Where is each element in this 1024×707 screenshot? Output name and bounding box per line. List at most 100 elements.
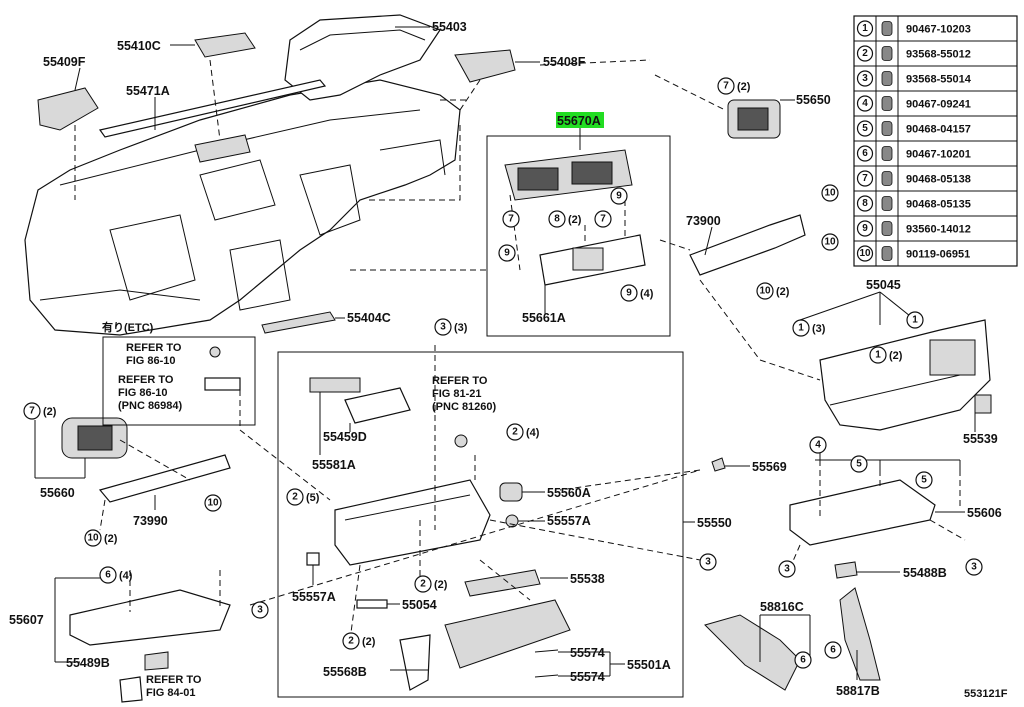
label-58816c: 58816C: [760, 600, 804, 614]
part-58816c-illustration: [704, 614, 801, 691]
fastener-icon: [881, 221, 893, 236]
part-55538-illustration: [464, 569, 541, 597]
svg-text:1: 1: [875, 350, 881, 361]
panel-73990-illustration: [98, 454, 231, 503]
svg-text:6: 6: [830, 645, 836, 656]
table-part-number: 90467-10203: [906, 24, 971, 36]
svg-text:5: 5: [856, 459, 862, 470]
svg-text:2: 2: [512, 427, 518, 438]
refer-note-3-line3: (PNC 81260): [432, 401, 497, 413]
svg-text:2: 2: [348, 636, 354, 647]
tray-55607-illustration: [69, 589, 231, 646]
label-55501a: 55501A: [627, 658, 671, 672]
refer-note-1-line1: REFER TO: [126, 342, 182, 354]
refer-note-3-line2: FIG 81-21: [432, 388, 482, 400]
label-55409f: 55409F: [43, 55, 86, 69]
figure-number: 553121F: [964, 688, 1008, 700]
svg-text:(2): (2): [434, 579, 448, 591]
refer-note-4-line1: REFER TO: [146, 674, 202, 686]
svg-text:3: 3: [705, 557, 711, 568]
bracket-73900-illustration: [689, 214, 806, 276]
label-73990: 73990: [133, 514, 168, 528]
svg-text:6: 6: [800, 655, 806, 666]
callout-lines: [34, 26, 976, 680]
label-55045: 55045: [866, 278, 901, 292]
label-55606: 55606: [967, 506, 1002, 520]
svg-text:2: 2: [292, 492, 298, 503]
table-row-number: 7: [862, 173, 868, 184]
svg-text:3: 3: [784, 564, 790, 575]
svg-text:(2): (2): [568, 214, 582, 226]
svg-text:9: 9: [616, 191, 622, 202]
table-part-number: 93560-14012: [906, 224, 971, 236]
highlight-55670a: [556, 112, 604, 128]
svg-text:1: 1: [912, 315, 918, 326]
assembly-box-55670a: [486, 135, 671, 337]
part-55568b-illustration: [399, 634, 431, 691]
fastener-icon: [881, 21, 893, 36]
fastener-icon: [881, 146, 893, 161]
svg-text:10: 10: [207, 498, 219, 509]
table-part-number: 93568-55014: [906, 74, 972, 86]
label-55560a: 55560A: [547, 486, 591, 500]
part-55459d-illustration: [344, 387, 411, 424]
etc-note: 有り(ETC): [102, 320, 154, 334]
table-part-number: 93568-55012: [906, 49, 971, 61]
table-row-number-circle: [856, 120, 874, 137]
svg-text:(2): (2): [43, 406, 57, 418]
svg-text:(5): (5): [306, 492, 320, 504]
svg-text:4: 4: [815, 440, 821, 451]
svg-text:7: 7: [600, 214, 606, 225]
svg-text:(2): (2): [776, 286, 790, 298]
svg-text:3: 3: [257, 605, 263, 616]
tray-55606-illustration: [789, 479, 936, 546]
table-row-number-circle: [856, 20, 874, 37]
glovebox-frame-illustration: [334, 479, 491, 566]
svg-text:10: 10: [759, 286, 771, 297]
svg-text:8: 8: [554, 214, 560, 225]
part-labels: 55403 55410C 55408F 55409F 55471A 55650 …: [9, 20, 1008, 700]
fastener-icon: [881, 96, 893, 111]
assembly-box-55550: [277, 351, 684, 698]
table-row-number-circle: [856, 195, 874, 212]
label-55569: 55569: [752, 460, 787, 474]
svg-text:9: 9: [626, 288, 632, 299]
fastener-icon: [881, 246, 893, 261]
table-row-number-circle: [856, 70, 874, 87]
svg-text:7: 7: [508, 214, 514, 225]
table-row-number: 4: [862, 98, 868, 109]
fastener-icon: [881, 171, 893, 186]
svg-text:2: 2: [420, 579, 426, 590]
refer-note-2-line2: FIG 86-10: [118, 387, 168, 399]
table-row-number-circle: [856, 170, 874, 187]
label-55408f: 55408F: [543, 55, 586, 69]
svg-text:(3): (3): [812, 323, 826, 335]
label-55661a: 55661A: [522, 311, 566, 325]
fastener-icon: [881, 121, 893, 136]
label-55550: 55550: [697, 516, 732, 530]
svg-text:(4): (4): [119, 570, 133, 582]
fastener-icon: [881, 71, 893, 86]
table-part-number: 90468-05135: [906, 199, 971, 211]
label-55557a-right: 55557A: [547, 514, 591, 528]
table-row-number: 6: [862, 148, 868, 159]
table-row-number-circle: [856, 95, 874, 112]
label-55670a: 55670A: [557, 114, 601, 128]
svg-text:3: 3: [440, 322, 446, 333]
label-55489b: 55489B: [66, 656, 110, 670]
table-part-number: 90468-05138: [906, 174, 971, 186]
table-part-number: 90119-06951: [906, 249, 970, 261]
svg-text:(2): (2): [104, 533, 118, 545]
strip-55471a-illustration: [98, 79, 327, 138]
svg-text:5: 5: [921, 475, 927, 486]
leader-lines: [74, 59, 966, 641]
label-55538: 55538: [570, 572, 605, 586]
label-55404c: 55404C: [347, 311, 391, 325]
svg-text:(2): (2): [737, 81, 751, 93]
table-row-number: 8: [862, 198, 868, 209]
panel-55409f-illustration: [37, 87, 99, 131]
label-55471a: 55471A: [126, 84, 170, 98]
svg-text:3: 3: [971, 562, 977, 573]
svg-text:10: 10: [824, 237, 836, 248]
